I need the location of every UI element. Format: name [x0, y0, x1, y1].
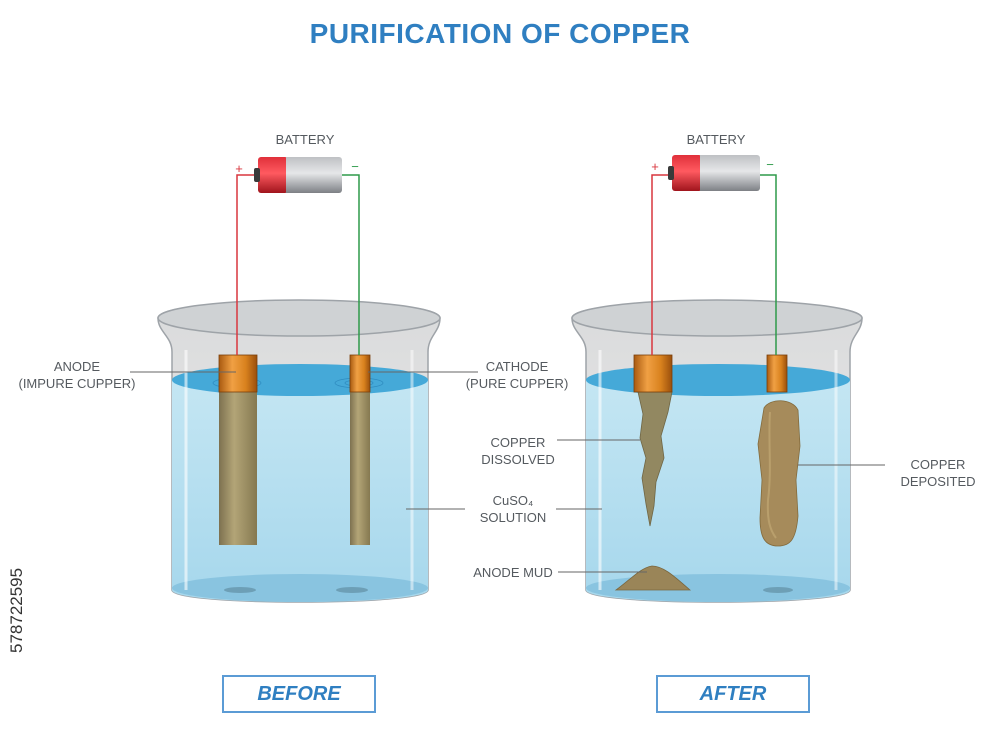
after-battery-label: BATTERY	[686, 132, 746, 147]
copper-dissolved-line2: DISSOLVED	[481, 452, 555, 467]
cuso4-line1: CuSO₄	[492, 493, 534, 508]
before-caption: BEFORE	[222, 675, 376, 713]
stock-id-text: 578722595	[7, 567, 26, 653]
cathode-plate	[349, 354, 371, 393]
anode-rod	[219, 392, 257, 545]
leader-lines	[130, 371, 885, 573]
copper-deposited-label: COPPER DEPOSITED	[883, 456, 993, 490]
dissolved-anode	[637, 391, 673, 527]
anode-label-line2: (IMPURE CUPPER)	[18, 376, 136, 391]
cathode-label-line1: CATHODE	[485, 359, 549, 374]
copper-dissolved-line1: COPPER	[490, 435, 546, 450]
after-caption: AFTER	[656, 675, 810, 713]
anode-label-line1: ANODE	[53, 359, 101, 374]
before-plus-sign: +	[235, 161, 243, 176]
before-negative-wire	[342, 174, 360, 355]
before-minus-sign: −	[351, 159, 359, 174]
cathode-label: CATHODE (PURE CUPPER)	[462, 358, 572, 392]
after-positive-wire	[651, 174, 672, 355]
after-plus-sign: +	[651, 159, 659, 174]
copper-deposited-line2: DEPOSITED	[900, 474, 976, 489]
cuso4-solution-label: CuSO₄ SOLUTION	[468, 492, 558, 526]
after-negative-wire	[760, 174, 777, 355]
stock-id: 578722595	[2, 518, 32, 658]
before-battery-label: BATTERY	[275, 132, 335, 147]
after-anode-plate	[633, 354, 673, 393]
after-minus-sign: −	[766, 157, 774, 172]
after-caption-text: AFTER	[699, 682, 767, 705]
after-beaker	[571, 299, 863, 603]
copper-dissolved-label: COPPER DISSOLVED	[478, 434, 558, 468]
deposited-cathode	[757, 400, 801, 547]
before-beaker	[157, 299, 441, 603]
anode-mud-pile	[614, 565, 692, 591]
before-caption-text: BEFORE	[257, 682, 341, 705]
anode-mud-label: ANODE MUD	[473, 565, 553, 580]
after-cathode-plate	[766, 354, 788, 393]
before-battery	[254, 157, 342, 193]
cuso4-line2: SOLUTION	[479, 510, 547, 525]
anode-label: ANODE (IMPURE CUPPER)	[12, 358, 142, 392]
before-positive-wire	[236, 174, 258, 355]
cathode-rod	[350, 392, 370, 545]
page-title: PURIFICATION OF COPPER	[309, 18, 691, 49]
after-battery	[668, 155, 760, 191]
cathode-label-line2: (PURE CUPPER)	[465, 376, 569, 391]
copper-deposited-line1: COPPER	[910, 457, 966, 472]
anode-plate	[218, 354, 258, 393]
